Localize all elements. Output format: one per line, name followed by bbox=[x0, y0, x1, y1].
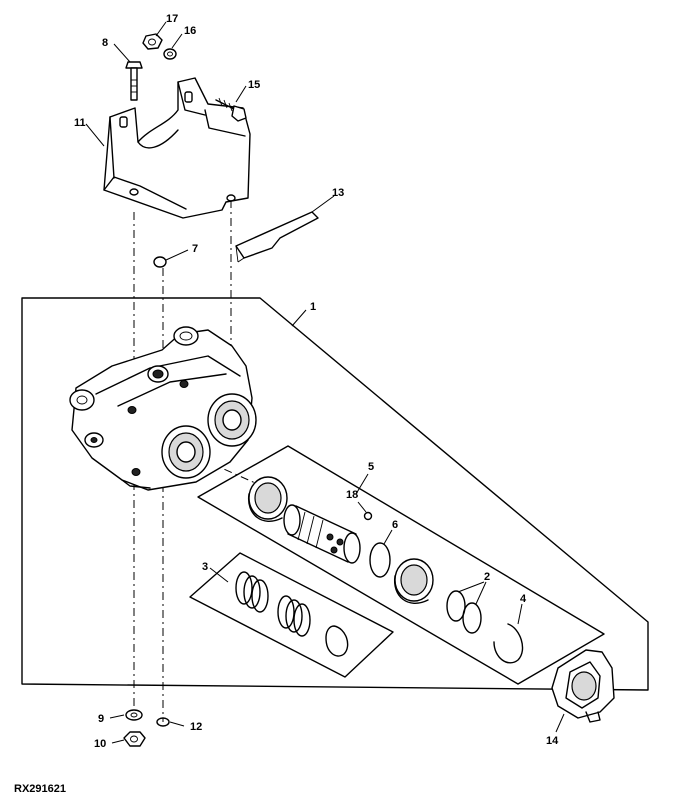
callout-10: 10 bbox=[94, 738, 106, 750]
leader-17 bbox=[155, 21, 167, 37]
callout-13: 13 bbox=[332, 187, 344, 199]
nut-part-10 bbox=[123, 731, 146, 747]
washer-part-16 bbox=[163, 48, 177, 60]
callout-9: 9 bbox=[98, 713, 104, 725]
callout-14: 14 bbox=[546, 735, 559, 747]
o-ring-part-7 bbox=[153, 256, 167, 268]
cover-part-14 bbox=[551, 649, 615, 723]
leader-15 bbox=[235, 85, 247, 103]
spool-kit-part-5 bbox=[248, 476, 524, 664]
callout-4: 4 bbox=[520, 593, 527, 605]
leader-7 bbox=[165, 249, 189, 261]
callout-6: 6 bbox=[392, 519, 398, 531]
bracket-part-11 bbox=[103, 77, 251, 219]
screw-part-15 bbox=[215, 97, 247, 122]
spring-kit-part-3 bbox=[235, 571, 349, 657]
leader-16 bbox=[171, 33, 183, 49]
valve-housing-part-1 bbox=[69, 326, 257, 491]
leader-14 bbox=[555, 713, 565, 733]
callout-18: 18 bbox=[346, 489, 358, 501]
callout-12: 12 bbox=[190, 721, 202, 733]
leader-8 bbox=[113, 43, 131, 63]
ring-part-6 bbox=[369, 542, 391, 578]
leader-9 bbox=[109, 714, 125, 719]
washer-part-12 bbox=[156, 717, 170, 727]
callout-8: 8 bbox=[102, 37, 108, 49]
callout-2: 2 bbox=[484, 571, 490, 583]
leader-10 bbox=[111, 739, 125, 744]
leader-1 bbox=[291, 309, 307, 327]
leader-13 bbox=[311, 195, 335, 213]
leader-5 bbox=[355, 473, 369, 495]
callout-1: 1 bbox=[310, 301, 316, 313]
leader-2b bbox=[475, 581, 487, 605]
leader-6 bbox=[383, 529, 393, 545]
alignment-line-spool bbox=[207, 461, 263, 487]
callout-7: 7 bbox=[192, 243, 198, 255]
callout-17: 17 bbox=[166, 13, 178, 25]
assembly-1-outline bbox=[21, 297, 649, 691]
ball-part-18 bbox=[363, 511, 373, 521]
leader-2a bbox=[457, 581, 485, 593]
callout-5: 5 bbox=[368, 461, 374, 473]
ring-part-2b bbox=[462, 602, 482, 634]
leader-4 bbox=[517, 603, 523, 625]
nut-part-17 bbox=[142, 33, 163, 50]
washer-part-9 bbox=[125, 709, 143, 721]
ring-part-2a bbox=[446, 590, 466, 622]
callout-16: 16 bbox=[184, 25, 196, 37]
bolt-part-8 bbox=[125, 61, 143, 101]
leader-3 bbox=[209, 567, 229, 583]
shield-part-13 bbox=[235, 211, 319, 263]
callout-15: 15 bbox=[248, 79, 260, 91]
figure-id-label: RX291621 bbox=[14, 783, 66, 795]
snap-ring-part-4 bbox=[493, 623, 524, 664]
callout-3: 3 bbox=[202, 561, 208, 573]
leader-18 bbox=[357, 501, 367, 513]
leader-12 bbox=[169, 721, 185, 727]
leader-11 bbox=[85, 123, 105, 147]
kit-5-outline bbox=[197, 445, 605, 685]
callout-11: 11 bbox=[74, 117, 86, 129]
kit-3-outline bbox=[189, 552, 394, 678]
